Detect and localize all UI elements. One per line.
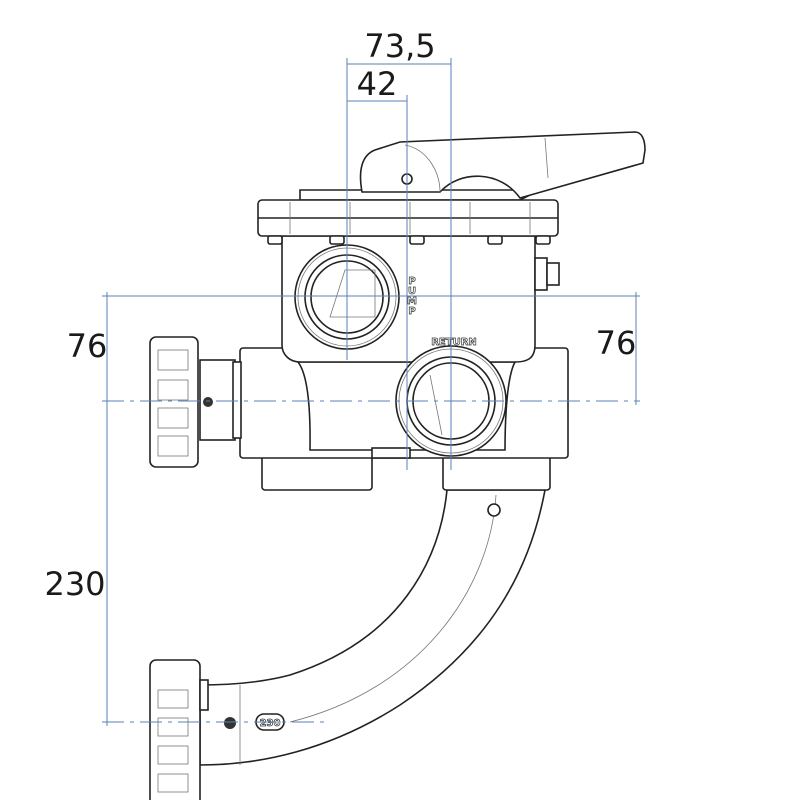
pump-letter: U	[408, 286, 416, 297]
lower-union-nut	[149, 659, 209, 800]
left-lower-port	[261, 454, 373, 491]
pump-letter: P	[408, 276, 415, 287]
return-label: RETURN	[431, 337, 477, 348]
date-stamp-icon	[224, 717, 236, 729]
dim-left-height: 76	[67, 327, 108, 365]
valve-lid	[257, 189, 559, 245]
right-lower-port	[442, 454, 551, 491]
dimension-lines	[102, 58, 640, 726]
elbow-pipe: 230	[199, 489, 546, 766]
dim-top-inner: 42	[357, 65, 398, 103]
pump-letter: P	[408, 306, 415, 317]
left-union-nut	[149, 336, 242, 468]
pump-letter: M	[407, 296, 417, 307]
dim-bottom-height: 230	[44, 565, 105, 603]
recycle-mark-icon	[487, 503, 501, 517]
dim-top-outer: 73,5	[364, 27, 435, 65]
elbow-size-label: 230	[260, 718, 281, 729]
dim-right-height: 76	[596, 324, 637, 362]
valve-handle	[359, 131, 646, 199]
